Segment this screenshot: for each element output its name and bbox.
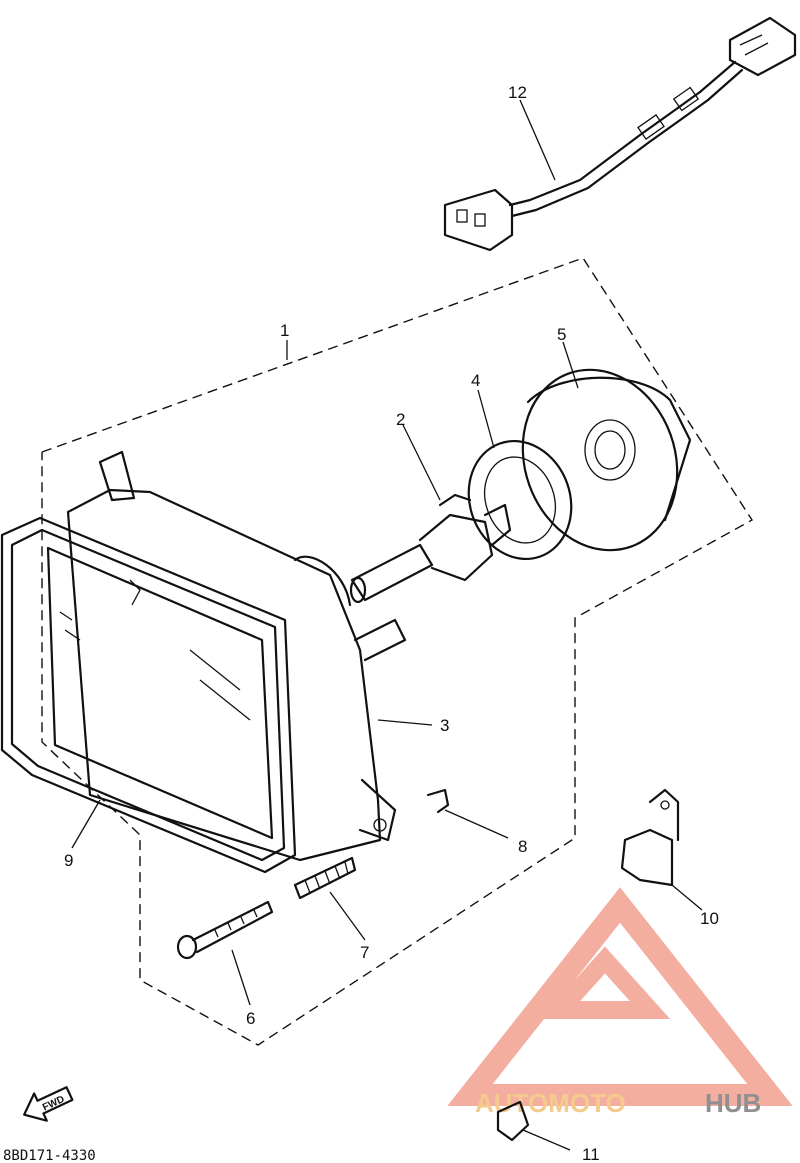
part-4-retaining-ring (467, 389, 573, 561)
part-3-headlight-unit (66, 450, 433, 862)
watermark-word-part1: AUTOMOTO (475, 1088, 626, 1118)
part-10-clamp (620, 788, 703, 911)
fwd-arrow-icon: FWD (23, 1086, 74, 1122)
part-8-clip (426, 788, 509, 839)
part-11-small-clamp (496, 1100, 571, 1151)
callout-label-5: 5 (557, 325, 566, 344)
callout-label-4: 4 (471, 371, 480, 390)
part-9-headlight-rim (0, 516, 297, 874)
part-6-adjusting-screw (176, 900, 274, 1006)
diagram-code: 8BD171-4330 (3, 1148, 96, 1163)
callout-label-12: 12 (508, 83, 527, 102)
callout-label-11: 11 (582, 1145, 600, 1163)
watermark-word-part2: HUB (705, 1088, 761, 1118)
callout-label-2: 2 (396, 410, 405, 429)
watermark-logo: AUTOMOTO HUB (447, 887, 793, 1118)
part-5-bulb-cover (521, 341, 692, 552)
callout-label-9: 9 (64, 851, 73, 870)
callout-label-7: 7 (360, 943, 369, 962)
part-12-wire-harness (443, 16, 797, 252)
callout-label-8: 8 (518, 837, 527, 856)
callout-label-10: 10 (700, 909, 719, 928)
part-2-halogen-bulb (349, 424, 512, 604)
callout-label-6: 6 (246, 1009, 255, 1028)
callout-label-1: 1 (280, 321, 289, 340)
callout-label-3: 3 (440, 716, 449, 735)
part-7-spring (293, 856, 366, 941)
